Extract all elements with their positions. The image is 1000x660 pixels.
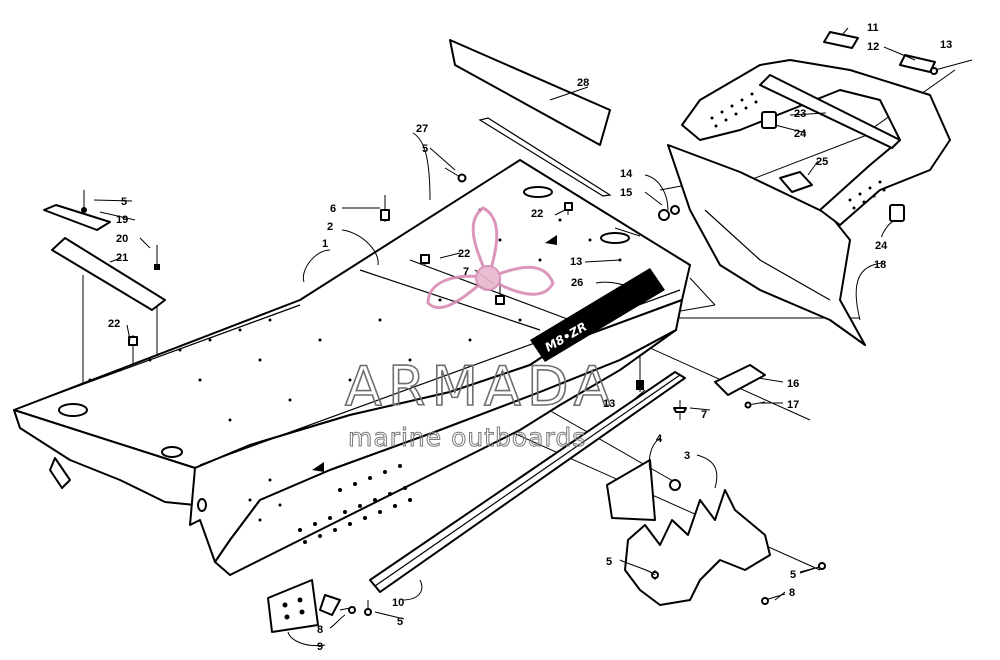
tunnel-assembly xyxy=(13,159,691,576)
bolt-icon xyxy=(636,368,644,392)
bolt-icon xyxy=(128,335,138,346)
bolt-icon xyxy=(420,254,430,265)
callout-13: 13 xyxy=(940,39,952,51)
callout-5: 5 xyxy=(121,196,127,208)
callout-23: 23 xyxy=(794,108,806,120)
callout-9: 9 xyxy=(317,641,323,653)
callout-22: 22 xyxy=(458,248,470,260)
callout-5: 5 xyxy=(422,143,428,155)
bolt-icon xyxy=(614,227,641,237)
bolt-icon xyxy=(339,606,356,614)
callout-11: 11 xyxy=(867,22,879,34)
watermark-subtitle: marine outboards xyxy=(348,423,586,452)
callout-1: 1 xyxy=(322,238,328,250)
callout-18: 18 xyxy=(874,259,886,271)
propeller-logo xyxy=(426,206,555,310)
watermark: ARMADA marine outboards xyxy=(344,206,617,453)
bolt-icon xyxy=(444,167,467,183)
bolt-icon xyxy=(564,202,573,215)
callout-8: 8 xyxy=(317,624,323,636)
callout-5: 5 xyxy=(790,569,796,581)
callout-28: 28 xyxy=(577,77,589,89)
callout-5: 5 xyxy=(397,616,403,628)
runner-part-10 xyxy=(369,371,686,593)
callout-6: 6 xyxy=(330,203,336,215)
bolt-icon xyxy=(930,59,973,75)
bolt-icon xyxy=(364,600,372,616)
callout-8: 8 xyxy=(789,587,795,599)
callout-5: 5 xyxy=(606,556,612,568)
callout-13: 13 xyxy=(570,256,582,268)
callout-7: 7 xyxy=(701,409,707,421)
callout-24: 24 xyxy=(875,240,888,252)
callout-22: 22 xyxy=(108,318,120,330)
bolt-icon xyxy=(81,190,87,213)
callout-22: 22 xyxy=(531,208,543,220)
bracket-part-4 xyxy=(606,459,681,521)
callout-2: 2 xyxy=(327,221,333,233)
callout-25: 25 xyxy=(816,156,828,168)
bracket-part-3 xyxy=(624,489,771,606)
callout-3: 3 xyxy=(684,450,690,462)
callout-19: 19 xyxy=(116,214,128,226)
callout-13: 13 xyxy=(603,398,615,410)
callout-7: 7 xyxy=(463,266,469,278)
bracket-part-21 xyxy=(43,204,166,311)
callout-4: 4 xyxy=(656,433,663,445)
plate-part-9 xyxy=(267,579,341,633)
watermark-title: ARMADA xyxy=(345,355,617,418)
callout-15: 15 xyxy=(620,187,632,199)
callout-12: 12 xyxy=(867,41,879,53)
callout-14: 14 xyxy=(620,168,633,180)
callout-20: 20 xyxy=(116,233,128,245)
plate-part-16 xyxy=(714,364,766,396)
nut-icon xyxy=(658,205,680,221)
callout-24: 24 xyxy=(794,128,807,140)
callout-26: 26 xyxy=(571,277,583,289)
callout-labels: 1 2 3 4 5 5 5 5 5 6 7 7 8 8 9 10 11 12 1… xyxy=(108,22,952,653)
dimple-pattern xyxy=(248,464,412,544)
panel-part-28 xyxy=(449,39,612,197)
bolt-icon xyxy=(154,245,160,270)
bolt-icon xyxy=(673,400,687,420)
callout-10: 10 xyxy=(392,597,404,609)
callout-16: 16 xyxy=(787,378,799,390)
rear-bumper-assembly xyxy=(667,31,951,346)
callout-27: 27 xyxy=(416,123,428,135)
callout-21: 21 xyxy=(116,252,128,264)
bolt-icon xyxy=(380,195,390,222)
callout-17: 17 xyxy=(787,399,799,411)
bolt-icon xyxy=(761,593,786,605)
